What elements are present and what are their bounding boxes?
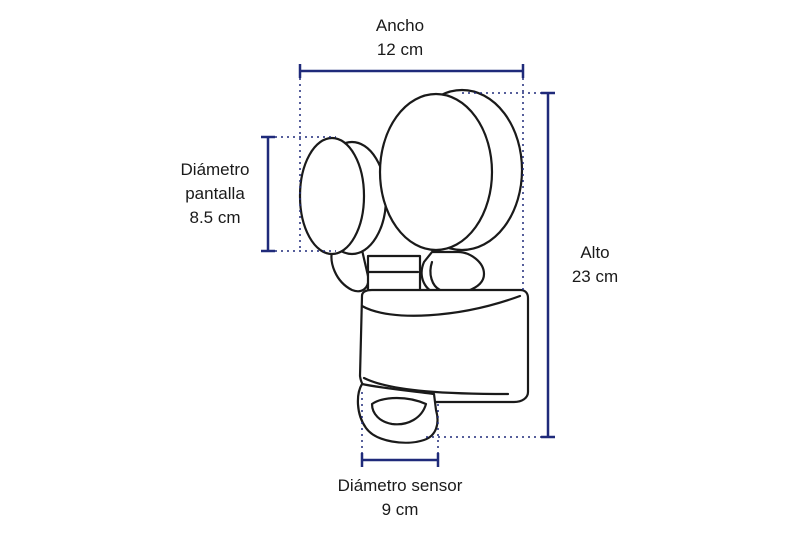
diametro-sensor-value: 9 cm — [381, 500, 419, 519]
dimension-lines — [261, 64, 555, 467]
alto-label: Alto 23 cm — [560, 241, 630, 289]
left-lamp-face — [298, 136, 366, 256]
right-lamp-face — [378, 92, 494, 252]
ancho-value: 12 cm — [376, 40, 424, 59]
alto-dimension — [426, 91, 555, 439]
diametro-sensor-label: Diámetro sensor 9 cm — [300, 474, 500, 522]
diametro-pantalla-line2: pantalla — [185, 184, 245, 203]
sensor-lens — [370, 396, 428, 426]
floodlight-drawing — [298, 88, 530, 444]
diametro-pantalla-dimension — [261, 135, 336, 253]
ancho-dimension — [298, 64, 525, 290]
diametro-sensor-label-text: Diámetro sensor — [337, 476, 463, 495]
alto-label-text: Alto — [580, 243, 610, 262]
right-arm-joint — [420, 250, 486, 296]
body-band — [360, 294, 522, 317]
diametro-pantalla-line1: Diámetro — [180, 160, 250, 179]
diametro-pantalla-label: Diámetro pantalla 8.5 cm — [168, 158, 262, 230]
ancho-label: Ancho 12 cm — [350, 14, 450, 62]
alto-value: 23 cm — [571, 267, 619, 286]
diametro-sensor-dimension — [360, 392, 440, 467]
ancho-label-text: Ancho — [375, 16, 425, 35]
diametro-pantalla-value: 8.5 cm — [189, 208, 241, 227]
